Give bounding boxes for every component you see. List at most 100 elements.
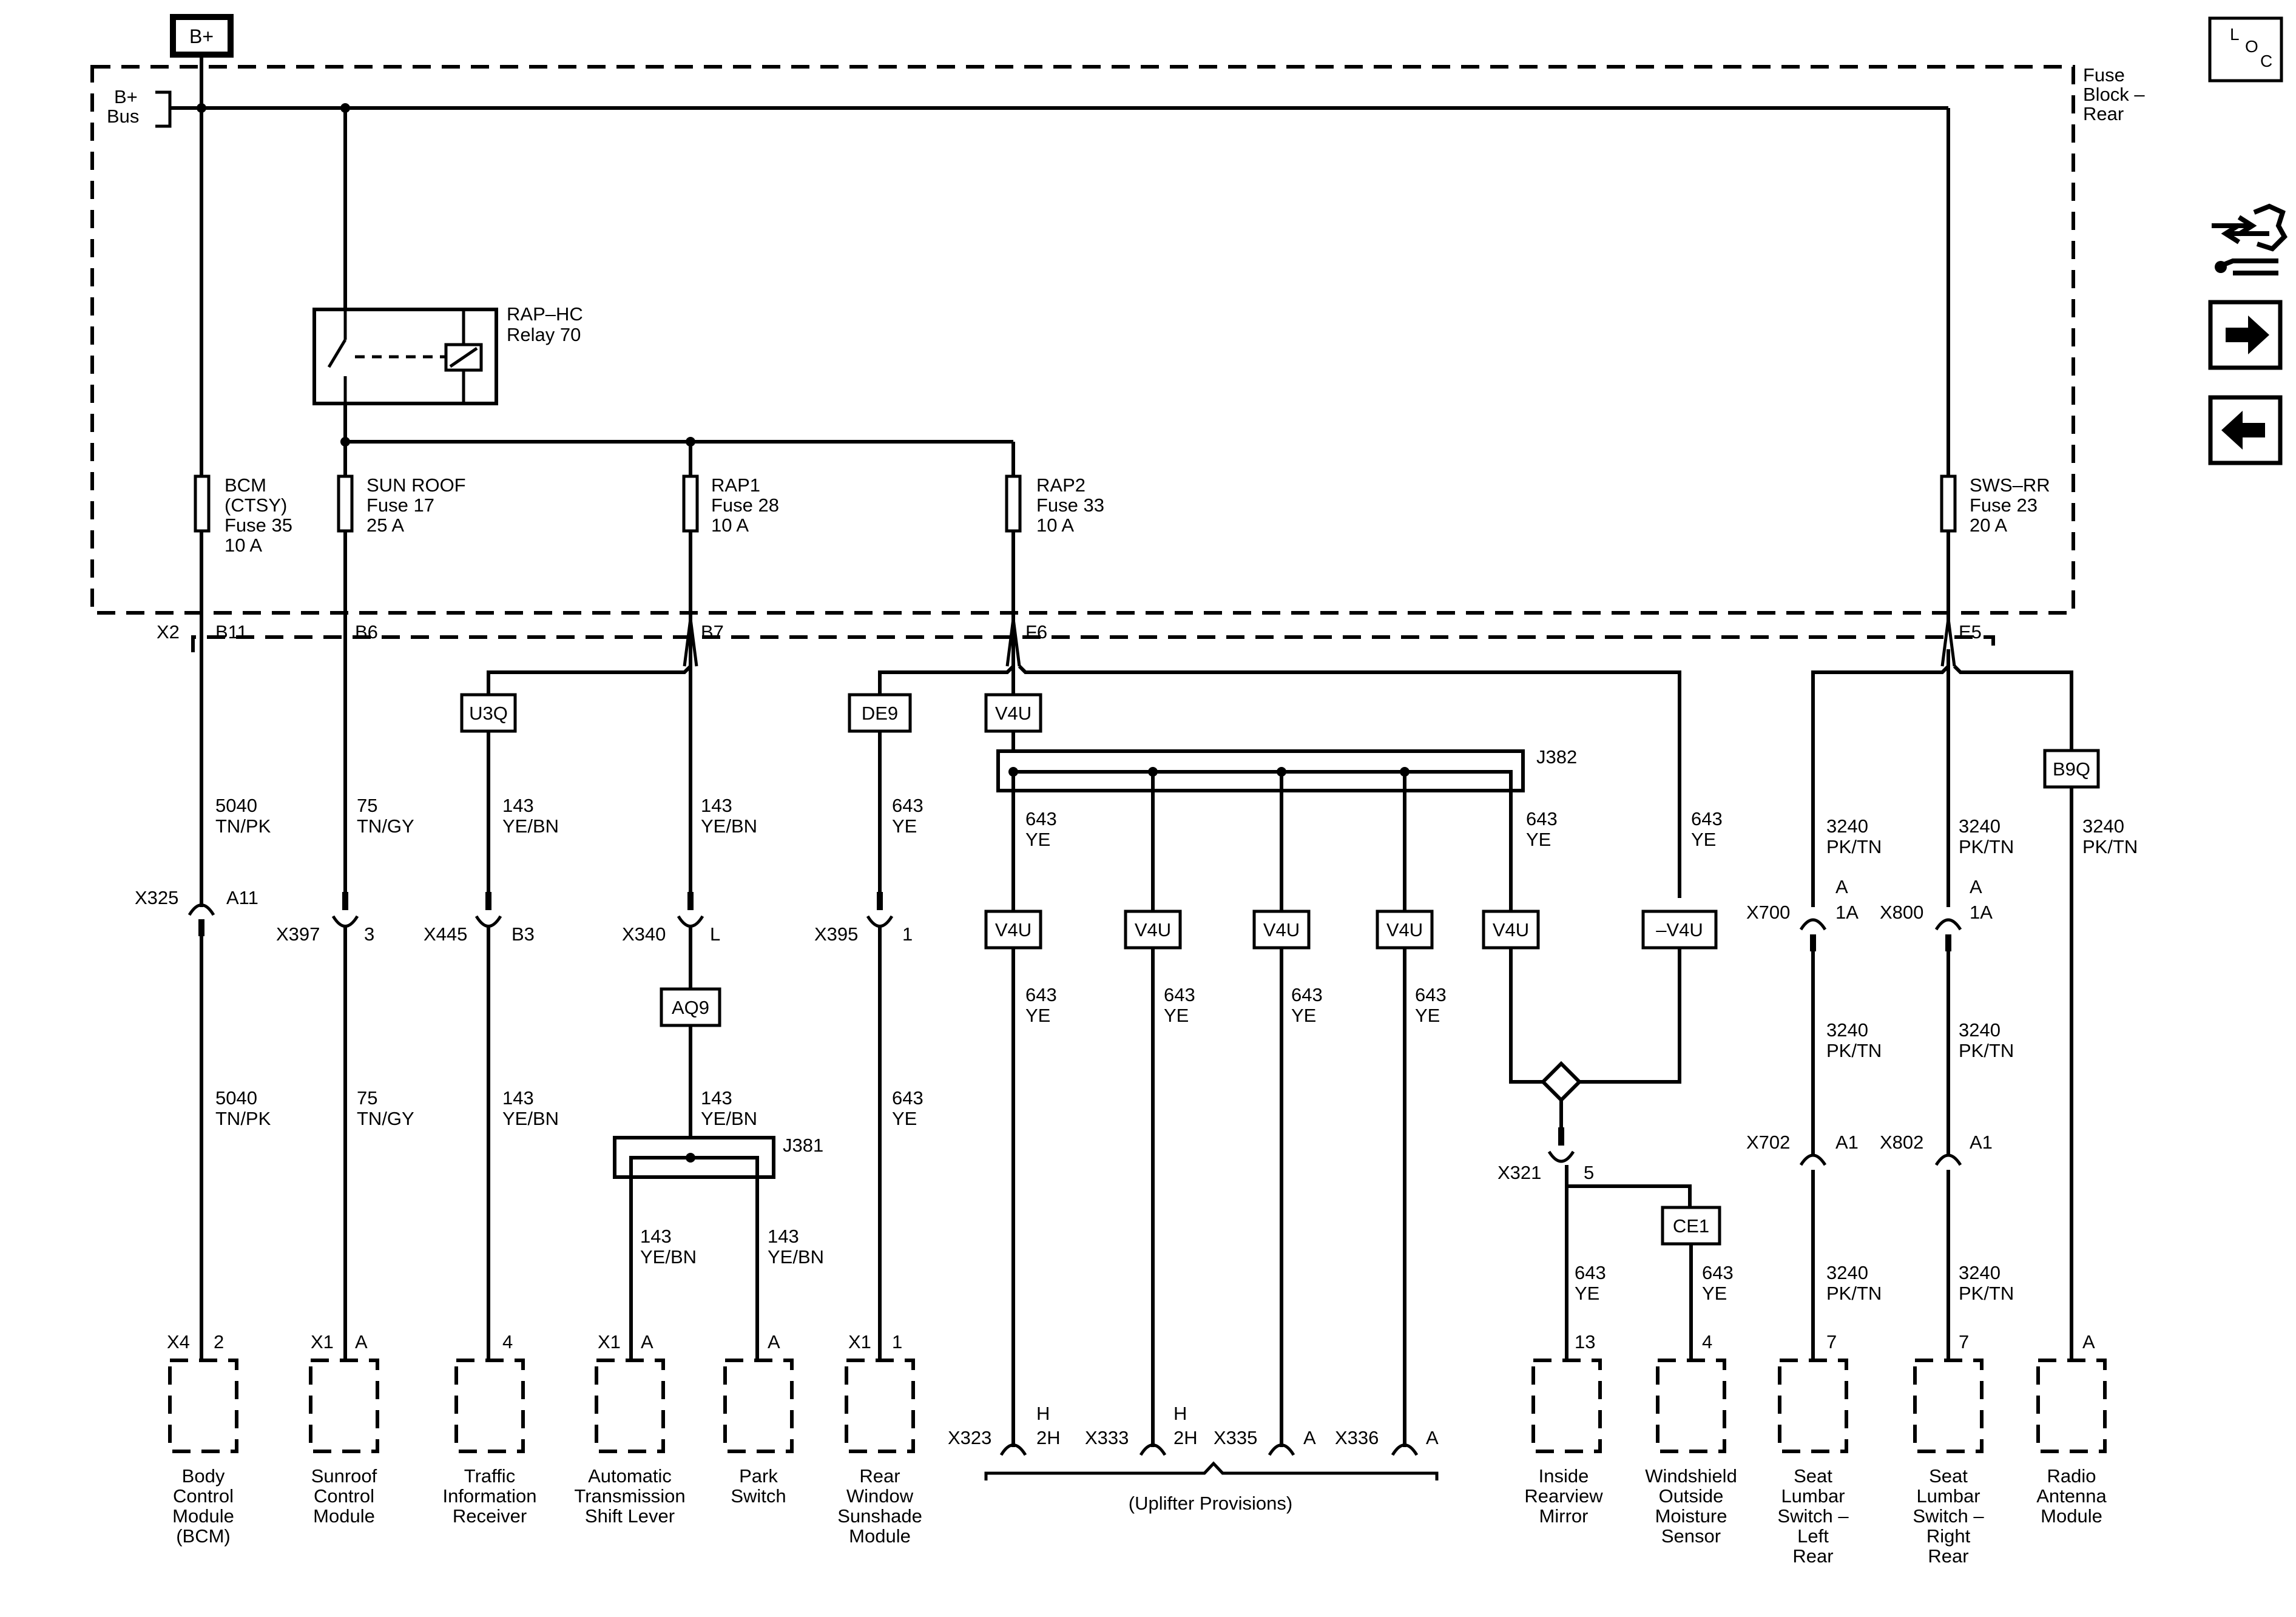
svg-text:Information: Information — [442, 1485, 536, 1507]
svg-text:5: 5 — [1584, 1162, 1594, 1183]
svg-text:V4U: V4U — [1263, 919, 1300, 940]
fuse-block-label-line1: Fuse — [2083, 64, 2125, 86]
option-u3q — [460, 693, 517, 733]
svg-text:H: H — [1036, 1403, 1050, 1424]
left-arrow-icon[interactable] — [2208, 395, 2283, 465]
svg-text:10 A: 10 A — [225, 535, 262, 556]
svg-text:DE9: DE9 — [862, 703, 898, 724]
fuse-label-rap2: RAP2 Fuse 33 10 A — [1036, 474, 1104, 536]
svg-text:RAP1: RAP1 — [711, 474, 760, 496]
svg-text:Transmission: Transmission — [574, 1485, 685, 1507]
svg-text:Module: Module — [313, 1505, 375, 1527]
connector-service-icon[interactable] — [2212, 203, 2288, 275]
svg-text:SUN ROOF: SUN ROOF — [366, 474, 466, 496]
bus-label-line1: B+ — [114, 86, 138, 107]
svg-text:L: L — [2230, 25, 2240, 44]
svg-text:Switch: Switch — [731, 1485, 786, 1507]
svg-text:C: C — [2260, 52, 2272, 70]
svg-text:X4: X4 — [167, 1331, 190, 1352]
fuse-sws-rr — [1940, 474, 1957, 533]
option-de9 — [848, 693, 912, 733]
svg-text:Left: Left — [1797, 1525, 1829, 1547]
svg-text:PK/TN: PK/TN — [1959, 1040, 2014, 1061]
svg-text:4: 4 — [502, 1331, 513, 1352]
svg-text:1A: 1A — [1835, 902, 1859, 923]
svg-text:75: 75 — [357, 795, 377, 816]
svg-text:A1: A1 — [1835, 1132, 1859, 1153]
svg-text:3240: 3240 — [1826, 1019, 1868, 1041]
right-arrow-icon[interactable] — [2208, 300, 2283, 370]
svg-text:A: A — [1970, 876, 1982, 897]
svg-text:643: 643 — [1164, 984, 1195, 1005]
svg-text:Body: Body — [182, 1465, 225, 1487]
connector-x397: X397 — [276, 923, 320, 945]
svg-text:3240: 3240 — [2082, 815, 2124, 837]
svg-text:A1: A1 — [1970, 1132, 1993, 1153]
svg-text:Lumbar: Lumbar — [1916, 1485, 1980, 1507]
fuse-rap2 — [1005, 474, 1022, 533]
module-sunroof — [309, 1359, 379, 1453]
svg-text:Automatic: Automatic — [588, 1465, 672, 1487]
svg-text:U3Q: U3Q — [469, 703, 508, 724]
fuse-label-rap1: RAP1 Fuse 28 10 A — [711, 474, 779, 536]
svg-text:Lumbar: Lumbar — [1781, 1485, 1845, 1507]
svg-text:A: A — [1426, 1427, 1439, 1448]
pin-b11: B11 — [215, 621, 248, 643]
svg-text:V4U: V4U — [1493, 919, 1529, 940]
either-or-diamond — [1540, 1061, 1582, 1103]
svg-text:2: 2 — [214, 1331, 224, 1352]
svg-text:YE: YE — [1526, 829, 1551, 850]
svg-text:Seat: Seat — [1929, 1465, 1968, 1487]
module-park-switch — [723, 1359, 794, 1453]
svg-text:Module: Module — [849, 1525, 911, 1547]
svg-text:10 A: 10 A — [1036, 515, 1074, 536]
svg-text:13: 13 — [1575, 1331, 1595, 1352]
module-bcm — [168, 1359, 238, 1453]
svg-text:643: 643 — [1025, 984, 1057, 1005]
svg-text:643: 643 — [1526, 808, 1558, 829]
svg-text:Switch –: Switch – — [1913, 1505, 1984, 1527]
svg-text:Fuse 35: Fuse 35 — [225, 515, 292, 536]
svg-text:–V4U: –V4U — [1656, 919, 1703, 940]
loc-button[interactable]: L O C — [2208, 16, 2283, 83]
svg-text:Window: Window — [846, 1485, 914, 1507]
connector-x325: X325 — [135, 887, 178, 908]
option-ce1 — [1661, 1206, 1721, 1246]
svg-text:YE: YE — [1025, 829, 1050, 850]
svg-text:V4U: V4U — [1135, 919, 1171, 940]
svg-text:YE: YE — [1025, 1005, 1050, 1026]
svg-text:7: 7 — [1826, 1331, 1837, 1352]
connector-x335: X335 — [1214, 1427, 1257, 1448]
connector-x336: X336 — [1335, 1427, 1379, 1448]
svg-text:YE: YE — [1575, 1283, 1599, 1304]
svg-text:643: 643 — [1415, 984, 1447, 1005]
svg-text:Seat: Seat — [1794, 1465, 1832, 1487]
fuse-rap1 — [682, 474, 699, 533]
connector-x800: X800 — [1880, 902, 1923, 923]
module-rear-sunshade — [845, 1359, 915, 1453]
svg-text:J381: J381 — [783, 1135, 823, 1156]
svg-text:PK/TN: PK/TN — [1959, 1283, 2014, 1304]
connector-x700: X700 — [1746, 902, 1790, 923]
svg-text:Right: Right — [1926, 1525, 1971, 1547]
svg-text:YE: YE — [1691, 829, 1716, 850]
wire-bcm-color: TN/PK — [215, 815, 271, 837]
module-moisture-sensor — [1656, 1359, 1726, 1453]
pin-b6: B6 — [355, 621, 378, 643]
svg-text:TN/GY: TN/GY — [357, 815, 414, 837]
svg-text:643: 643 — [892, 1087, 923, 1109]
svg-text:A: A — [641, 1331, 653, 1352]
svg-text:143: 143 — [701, 795, 732, 816]
svg-text:143: 143 — [640, 1226, 672, 1247]
svg-text:643: 643 — [1702, 1262, 1734, 1283]
b-plus-label: B+ — [189, 25, 214, 47]
fuse-label-bcm: BCM (CTSY) Fuse 35 10 A — [225, 474, 292, 556]
svg-text:X1: X1 — [311, 1331, 334, 1352]
svg-text:75: 75 — [357, 1087, 377, 1109]
svg-text:643: 643 — [1575, 1262, 1606, 1283]
svg-text:YE/BN: YE/BN — [502, 815, 559, 837]
pin-f6: F6 — [1025, 621, 1047, 643]
component-modules — [168, 1359, 2107, 1453]
svg-text:YE: YE — [1702, 1283, 1727, 1304]
relay-label-line2: Relay 70 — [507, 324, 581, 345]
